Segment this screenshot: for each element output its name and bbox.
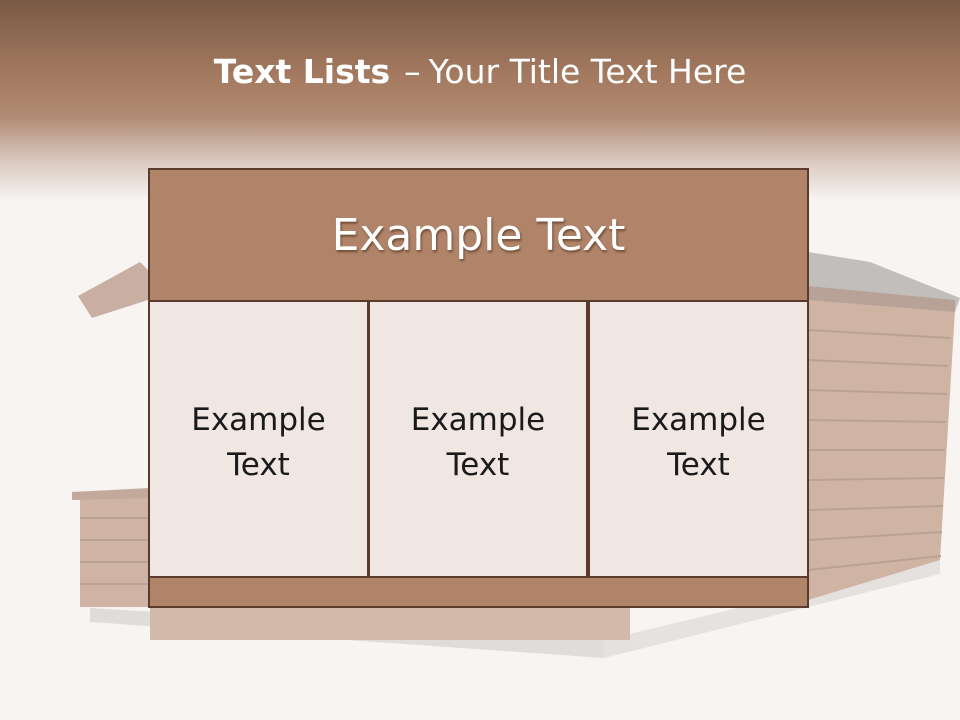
list-cell-3: Example Text: [590, 302, 807, 576]
title-rest-part: Your Title Text Here: [428, 52, 747, 91]
list-cell-2: Example Text: [370, 302, 586, 576]
text-list-panel: Example Text Example Text Example Text E…: [148, 168, 809, 608]
list-cell-3-text: Example Text: [631, 402, 766, 483]
list-cell-2-text: Example Text: [410, 402, 546, 483]
slide-title: Text Lists–Your Title Text Here: [0, 52, 960, 91]
title-band: [0, 0, 960, 200]
title-dash: –: [404, 52, 421, 91]
title-bold-part: Text Lists: [213, 52, 391, 91]
panel-header-text: Example Text: [150, 170, 807, 300]
panel-footer-bar: [150, 578, 807, 606]
list-cell-1-text: Example Text: [191, 402, 326, 483]
list-cell-1: Example Text: [150, 302, 367, 576]
